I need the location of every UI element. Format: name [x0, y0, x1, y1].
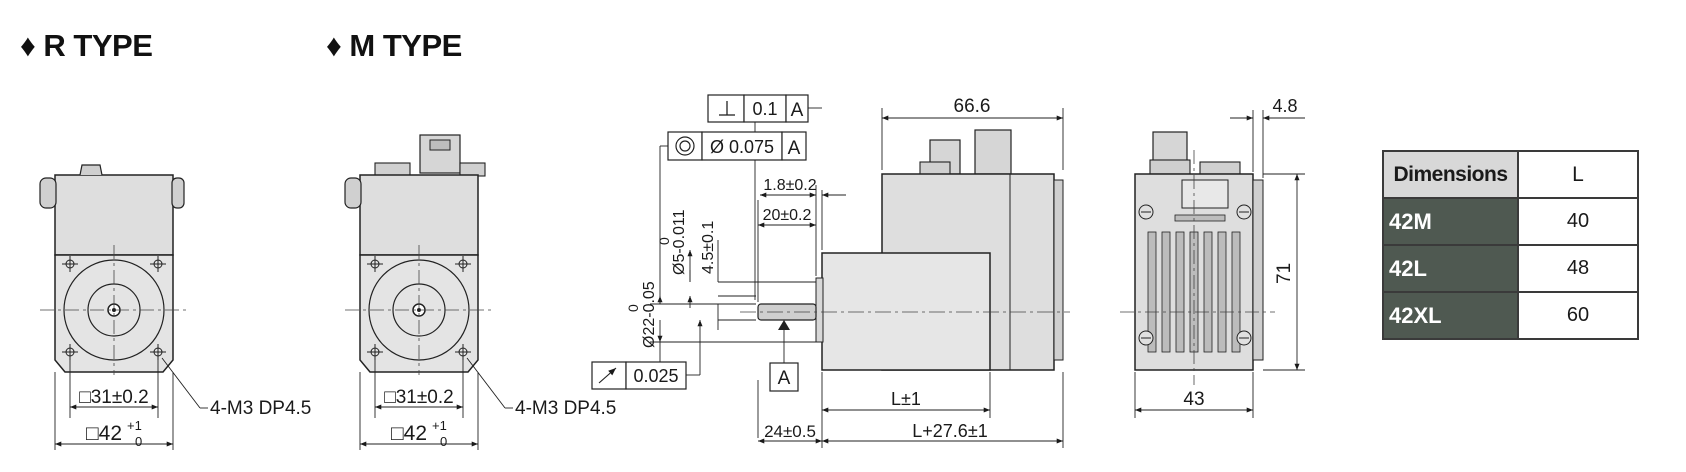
dim-d22-top: 0 [625, 304, 641, 312]
dim-20: 20±0.2 [763, 207, 812, 224]
dimensions-table-header: Dimensions L [1382, 150, 1639, 199]
r-type-dim-42: □42 [86, 422, 122, 445]
rear-view-body [1134, 131, 1264, 371]
runout-icon [598, 367, 617, 384]
dim-66-6: 66.6 [954, 96, 991, 117]
runout-value: 0.025 [633, 366, 678, 386]
column-l-header: L [1517, 150, 1639, 199]
model-cell: 42L [1382, 244, 1519, 293]
value-cell: 60 [1517, 291, 1639, 340]
table-row: 42XL 60 [1382, 291, 1639, 340]
r-type-dimension-lines [54, 355, 208, 450]
m-type-dim-42-plus: +1 [432, 418, 447, 433]
datum-a-marker: A [769, 320, 799, 392]
r-type-heading: ♦ R TYPE [20, 28, 153, 63]
r-type-center-lines [40, 245, 190, 375]
rear-view-screws [1138, 204, 1252, 346]
rear-view-fins [1147, 231, 1241, 353]
concentricity-frame: Ø 0.075 A [659, 131, 807, 250]
rear-view-center-lines [1120, 150, 1275, 385]
m-type-dimension-lines [359, 355, 513, 450]
datum-a-label: A [778, 368, 791, 389]
r-type-dim-42-plus: +1 [127, 418, 142, 433]
perpendicularity-datum: A [791, 100, 804, 121]
table-row: 42M 40 [1382, 197, 1639, 246]
dim-d5-top: 0 [656, 237, 672, 245]
perpendicularity-frame: 0.1 A [707, 94, 822, 123]
m-type-dim-42: □42 [391, 422, 427, 445]
dim-l-27-6: L+27.6±1 [912, 421, 987, 441]
model-cell: 42M [1382, 197, 1519, 246]
m-type-body [344, 134, 486, 373]
rear-view: 4.8 71 43 [1120, 96, 1305, 418]
m-type-callout: 4-M3 DP4.5 [515, 398, 616, 419]
r-type-front-view: □31±0.2 □42 +1 0 4-M3 DP4.5 [39, 164, 311, 450]
r-type-callout: 4-M3 DP4.5 [210, 398, 311, 419]
concentricity-datum: A [788, 138, 801, 159]
dim-d22: Ø22-0.05 [641, 281, 658, 348]
r-type-body [39, 164, 185, 373]
concentricity-icon [675, 136, 695, 156]
dim-4-5: 4.5±0.1 [700, 221, 717, 274]
dim-4-8: 4.8 [1272, 96, 1297, 116]
m-type-dim-31: □31±0.2 [384, 387, 453, 408]
dimensions-table: Dimensions L 42M 40 42L 48 42XL 60 [1382, 150, 1639, 340]
runout-frame: 0.025 [591, 320, 703, 390]
model-cell: 42XL [1382, 291, 1519, 340]
dimensions-header: Dimensions [1382, 150, 1519, 199]
m-type-front-view: □31±0.2 □42 +1 0 4-M3 DP4.5 [344, 134, 616, 450]
perpendicularity-value: 0.1 [752, 99, 777, 119]
dim-71: 71 [1274, 263, 1295, 284]
r-type-dim-31: □31±0.2 [79, 387, 148, 408]
dim-43: 43 [1183, 389, 1204, 410]
value-cell: 40 [1517, 197, 1639, 246]
m-type-center-lines [345, 245, 495, 375]
concentricity-value: Ø 0.075 [710, 137, 774, 157]
rear-view-dimension-lines [1134, 110, 1305, 418]
dim-d5: Ø5-0.011 [671, 209, 688, 275]
side-view-body [757, 129, 1064, 371]
table-row: 42L 48 [1382, 244, 1639, 293]
m-type-dim-42-zero: 0 [440, 434, 447, 449]
value-cell: 48 [1517, 244, 1639, 293]
dim-1-8: 1.8±0.2 [763, 177, 816, 194]
side-view: 0.1 A Ø 0.075 A 0.025 A 66 [591, 94, 1070, 448]
r-type-dim-42-zero: 0 [135, 434, 142, 449]
dim-l: L±1 [891, 389, 921, 409]
dim-24: 24±0.5 [764, 422, 816, 441]
m-type-heading: ♦ M TYPE [326, 28, 462, 63]
